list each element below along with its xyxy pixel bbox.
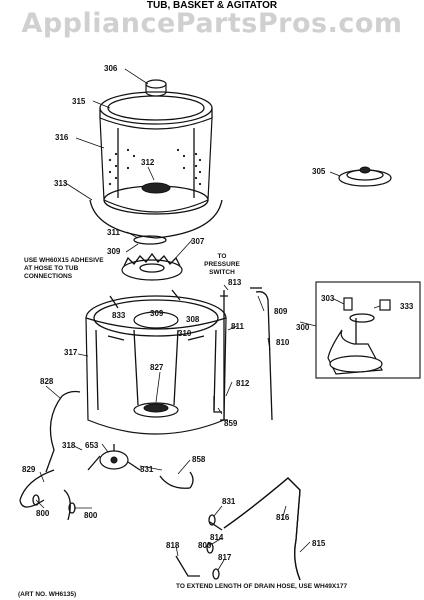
callout-311: 311 xyxy=(107,228,120,237)
callout-859: 859 xyxy=(224,419,238,428)
note-pressure-line2: PRESSURE xyxy=(204,261,240,268)
leader-lines xyxy=(35,68,381,571)
callout-307: 307 xyxy=(191,237,205,246)
note-pressure-line3: SWITCH xyxy=(209,269,235,276)
callout-309: 309 xyxy=(107,247,121,256)
hose-828 xyxy=(45,390,81,473)
note-adhesive-line2: AT HOSE TO TUB xyxy=(24,265,79,272)
outer-tub-assembly xyxy=(85,289,227,435)
callout-811: 811 xyxy=(231,322,244,331)
callout-858: 858 xyxy=(192,455,206,464)
drain-hose-815 xyxy=(209,477,301,581)
note-drain-hose: TO EXTEND LENGTH OF DRAIN HOSE, USE WH49… xyxy=(176,583,347,590)
callout-312: 312 xyxy=(141,158,155,167)
callout-814: 814 xyxy=(210,533,224,542)
callout-818: 818 xyxy=(166,541,180,550)
clamps xyxy=(32,494,220,580)
callout-800a: 800 xyxy=(36,509,50,518)
diagram-notes: USE WH60X15 ADHESIVE AT HOSE TO TUB CONN… xyxy=(18,253,347,598)
callout-813: 813 xyxy=(228,278,242,287)
hose-858 xyxy=(159,471,194,489)
diagram-title: TUB, BASKET & AGITATOR xyxy=(146,0,278,11)
callout-300: 300 xyxy=(296,323,310,332)
note-adhesive-line3: CONNECTIONS xyxy=(24,273,73,280)
watermark: AppliancePartsPros.com xyxy=(21,8,403,39)
callout-812: 812 xyxy=(236,379,250,388)
callout-305: 305 xyxy=(312,167,326,176)
callout-309b: 309 xyxy=(150,309,164,318)
callout-816: 816 xyxy=(276,513,290,522)
callout-313: 313 xyxy=(54,179,68,188)
callout-310: 310 xyxy=(178,329,192,338)
basket-assembly xyxy=(89,79,223,245)
callout-316: 316 xyxy=(55,133,69,142)
pump-653 xyxy=(87,444,141,471)
elbow-818 xyxy=(175,555,200,577)
ratchet-307 xyxy=(121,252,183,281)
bracket-859 xyxy=(213,396,222,413)
callout-833: 833 xyxy=(112,311,126,320)
callout-labels: 306 315 316 312 313 305 311 309 307 813 … xyxy=(22,64,414,562)
agitator-cap-305 xyxy=(338,166,392,187)
callout-303: 303 xyxy=(321,294,335,303)
note-art-no: (ART NO. WH6135) xyxy=(18,591,76,598)
callout-815: 815 xyxy=(312,539,326,548)
callout-827: 827 xyxy=(150,363,164,372)
callout-809: 809 xyxy=(274,307,288,316)
callout-817: 817 xyxy=(218,553,232,562)
note-pressure-line1: TO xyxy=(218,253,227,260)
callout-831: 831 xyxy=(140,465,154,474)
callout-306: 306 xyxy=(104,64,118,73)
callout-653: 653 xyxy=(85,441,99,450)
callout-318: 318 xyxy=(62,441,76,450)
callout-831b: 831 xyxy=(222,497,236,506)
hose-829 xyxy=(19,469,71,521)
pressure-tube xyxy=(220,290,228,421)
agitator-box-300 xyxy=(315,281,421,379)
callout-800b: 800 xyxy=(84,511,98,520)
callout-333: 333 xyxy=(400,302,414,311)
callout-800c: 800 xyxy=(198,541,212,550)
callout-315: 315 xyxy=(72,97,86,106)
callout-308: 308 xyxy=(186,315,200,324)
callout-829: 829 xyxy=(22,465,36,474)
callout-810: 810 xyxy=(276,338,290,347)
callout-317: 317 xyxy=(64,348,78,357)
callout-828: 828 xyxy=(40,377,54,386)
note-adhesive-line1: USE WH60X15 ADHESIVE xyxy=(24,257,104,264)
fill-hose-810 xyxy=(250,287,273,421)
